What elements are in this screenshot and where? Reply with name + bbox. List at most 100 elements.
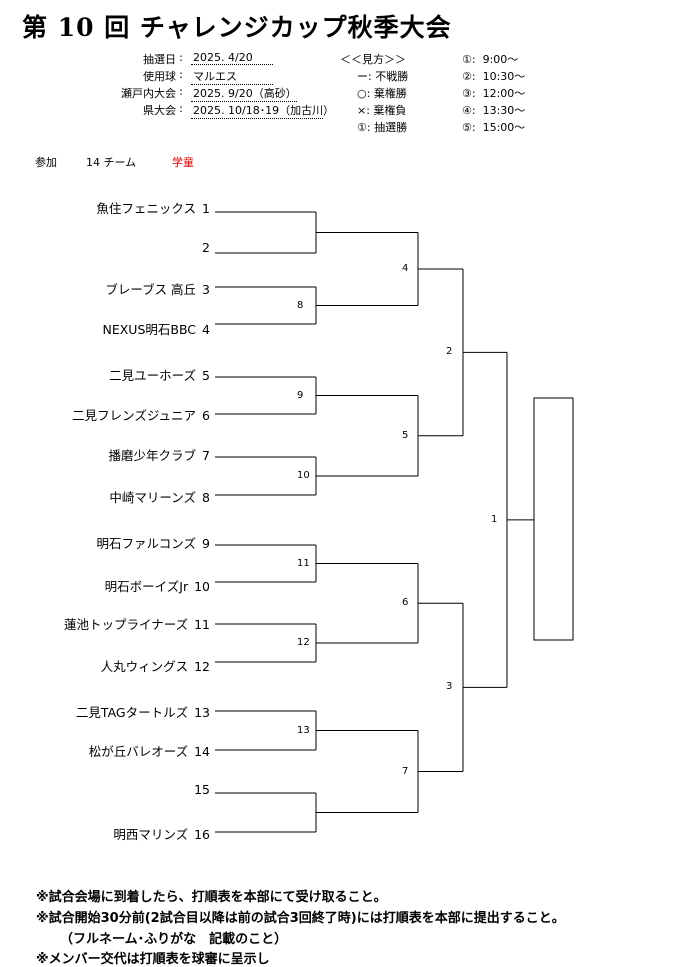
time-symbol: ⑤ [462, 121, 472, 134]
team-seed: 2 [202, 240, 210, 255]
team-name: 松が丘バレオーズ [88, 744, 189, 759]
legend-text: 棄権勝 [373, 87, 407, 100]
team-seed: 3 [202, 282, 210, 297]
colon: : [179, 68, 183, 81]
team-seed: 9 [202, 536, 210, 551]
team-name: 二見ユーホーズ [109, 368, 197, 383]
team-row: 松が丘バレオーズ 14 [0, 741, 210, 760]
match-number: 11 [297, 557, 310, 569]
team-row: 二見フレンズジュニア 6 [0, 405, 210, 424]
legend-text: 抽選勝 [374, 121, 408, 134]
team-name: 明石ファルコンズ [96, 536, 197, 551]
team-seed: 15 [194, 782, 210, 797]
team-row: 二見TAGタートルズ 13 [0, 702, 210, 721]
team-row: 播磨少年クラブ 7 [0, 445, 210, 464]
match-number: 5 [402, 429, 409, 441]
team-row: 明西マリンズ 16 [0, 824, 210, 843]
info-label-setouchi: 瀬戸内大会 [121, 87, 176, 100]
team-seed: 11 [194, 617, 210, 632]
match-number: 3 [446, 681, 453, 693]
note-4: ※メンバー交代は打順表を球審に呈示し [36, 952, 270, 967]
team-seed: 7 [202, 448, 210, 463]
match-number: 1 [491, 513, 498, 525]
team-name: 人丸ウィングス [100, 659, 189, 674]
page-title: 第 10 回 チャレンジカップ秋季大会 [22, 13, 452, 42]
legend-symbol: × [357, 104, 367, 117]
team-name: 二見TAGタートルズ [75, 705, 189, 720]
team-name: ブレーブス 高丘 [105, 282, 197, 297]
champion-box [533, 397, 574, 641]
team-seed: 16 [194, 827, 210, 842]
colon: : [179, 51, 183, 64]
participation-count: 14 チーム [86, 156, 137, 169]
info-value-setouchi: 2025. 9/20（高砂） [191, 87, 297, 102]
note-1: ※試合会場に到着したら、打順表を本部にて受け取ること。 [36, 890, 387, 905]
team-seed: 1 [202, 201, 210, 216]
colon: : [179, 85, 183, 98]
team-row: ブレーブス 高丘 3 [0, 279, 210, 298]
team-seed: 6 [202, 408, 210, 423]
time-value: 10:30～ [482, 70, 526, 83]
time-symbol: ② [462, 70, 472, 83]
match-number: 2 [446, 346, 453, 358]
match-number: 8 [297, 299, 304, 311]
team-name: 播磨少年クラブ [108, 448, 197, 463]
team-name: NEXUS明石BBC [102, 322, 197, 337]
time-value: 13:30～ [482, 104, 526, 117]
legend-text: 不戦勝 [375, 70, 409, 83]
info-label-draw-date: 抽選日 [143, 53, 176, 66]
team-seed: 12 [194, 659, 210, 674]
team-row: NEXUS明石BBC 4 [0, 319, 210, 338]
team-row: 蓮池トップライナーズ 11 [0, 614, 210, 633]
team-row: 明石ファルコンズ 9 [0, 533, 210, 552]
time-value: 12:00～ [482, 87, 526, 100]
team-seed: 5 [202, 368, 210, 383]
info-label-prefecture: 県大会 [143, 104, 176, 117]
legend-symbol: ① [357, 121, 367, 134]
match-number: 13 [297, 724, 310, 736]
participation-category: 学童 [172, 156, 194, 169]
match-number: 9 [297, 389, 304, 401]
team-seed: 14 [194, 744, 210, 759]
match-number: 7 [402, 765, 409, 777]
team-seed: 4 [202, 322, 210, 337]
team-row: 人丸ウィングス 12 [0, 656, 210, 675]
time-symbol: ③ [462, 87, 472, 100]
team-name: 明石ボーイズJr [104, 579, 189, 594]
match-number: 4 [402, 263, 409, 274]
time-value: 15:00～ [482, 121, 526, 134]
info-value-draw-date: 2025. 4/20 [191, 51, 273, 65]
legend-symbol: ○ [357, 87, 367, 100]
team-name: 蓮池トップライナーズ [63, 617, 189, 632]
legend-heading: ＜＜見方＞＞ [340, 53, 406, 66]
team-row: 魚住フェニックス 1 [0, 198, 210, 217]
legend-symbol: ー [357, 70, 368, 83]
match-number: 12 [297, 637, 310, 648]
team-row: 明石ボーイズJr 10 [0, 576, 210, 595]
team-seed: 13 [194, 705, 210, 720]
note-2: ※試合開始30分前(2試合目以降は前の試合3回終了時)には打順表を本部に提出する… [36, 911, 565, 926]
info-value-ball: マルエス [191, 68, 273, 85]
team-name: 明西マリンズ [113, 827, 189, 842]
team-row: 15 [0, 782, 210, 797]
note-3: （フルネーム･ふりがな 記載のこと） [60, 932, 288, 947]
team-name: 魚住フェニックス [96, 201, 197, 216]
time-symbol: ④ [462, 104, 472, 117]
team-name: 中崎マリーンズ [109, 490, 197, 505]
team-row: 二見ユーホーズ 5 [0, 365, 210, 384]
team-name: 二見フレンズジュニア [72, 408, 197, 423]
colon: : [179, 102, 183, 115]
info-label-ball: 使用球 [143, 70, 176, 83]
team-row: 2 [0, 240, 210, 255]
team-row: 中崎マリーンズ 8 [0, 487, 210, 506]
team-seed: 8 [202, 490, 210, 505]
match-number: 10 [297, 470, 310, 481]
participation-label: 参加 [35, 156, 57, 169]
time-value: 9:00～ [482, 53, 519, 66]
time-symbol: ① [462, 53, 472, 66]
match-number: 6 [402, 597, 409, 609]
team-seed: 10 [194, 579, 210, 594]
info-value-prefecture: 2025. 10/18･19（加古川） [191, 104, 335, 119]
legend-text: 棄権負 [373, 104, 407, 117]
